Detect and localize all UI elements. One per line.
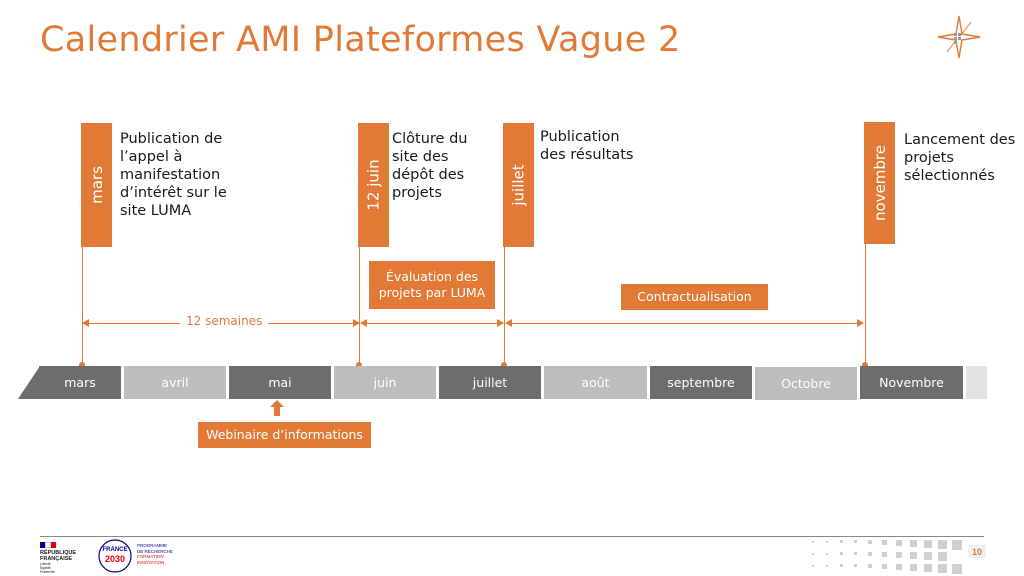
month-avril: avril [124,366,226,399]
milestone-marker-juillet: juillet [503,123,534,247]
month-novembre: Novembre [860,366,963,399]
milestone-label: 12 juin [364,159,383,211]
page-title: Calendrier AMI Plateformes Vague 2 [40,20,681,60]
republique-francaise-logo: RÉPUBLIQUE FRANÇAISE Liberté Égalité Fra… [40,542,88,574]
milestone-label: novembre [870,145,889,221]
month-mars: mars [39,366,121,399]
milestone-dot [79,362,85,368]
milestone-description: Publication des résultats [540,129,634,163]
flag-icon [40,542,57,548]
milestone-dot [862,362,868,368]
arrow-up-icon [270,400,284,416]
month-octobre: Octobre [755,367,857,400]
milestone-line [865,244,866,365]
month-juillet: juillet [439,366,541,399]
month-juin: juin [334,366,436,399]
month-bar-start [18,366,40,399]
milestone-line [504,247,505,365]
milestone-description: Lancement des projets sélectionnés [904,132,1016,184]
contractualisation-box: Contractualisation [621,284,768,310]
page-number: 10 [968,545,986,558]
milestone-dot [501,362,507,368]
france-2030-emblem-icon [98,539,132,573]
evaluation-box: Évaluation des projets par LUMA [369,261,495,309]
span-label-12-weeks: 12 semaines [180,314,269,328]
milestone-marker-novembre: novembre [864,122,895,244]
milestone-marker-mars: mars [81,123,112,247]
milestone-label: juillet [509,164,528,206]
milestone-dot [356,362,362,368]
footer-divider [40,536,984,537]
month-aout: août [544,366,647,399]
month-bar-end [966,366,987,399]
decorative-dot-grid [812,540,962,574]
star-logo-icon [937,15,981,59]
milestone-description: Publication de l’appel à manifestation d… [120,131,227,219]
milestone-line [359,247,360,365]
milestone-label: mars [87,166,106,204]
milestone-line [82,247,83,365]
milestone-description: Clôture du site des dépôt des projets [392,131,468,201]
month-mai: mai [229,366,331,399]
france-2030-logo: FRANCE 2030 PROGRAMME DE RECHERCHE FORMA… [97,538,177,574]
milestone-marker-12-juin: 12 juin [358,123,389,247]
month-septembre: septembre [650,366,752,399]
webinar-box: Webinaire d’informations [198,422,371,448]
span-arrow-evaluation [360,319,504,327]
span-arrow-contract [505,319,864,327]
